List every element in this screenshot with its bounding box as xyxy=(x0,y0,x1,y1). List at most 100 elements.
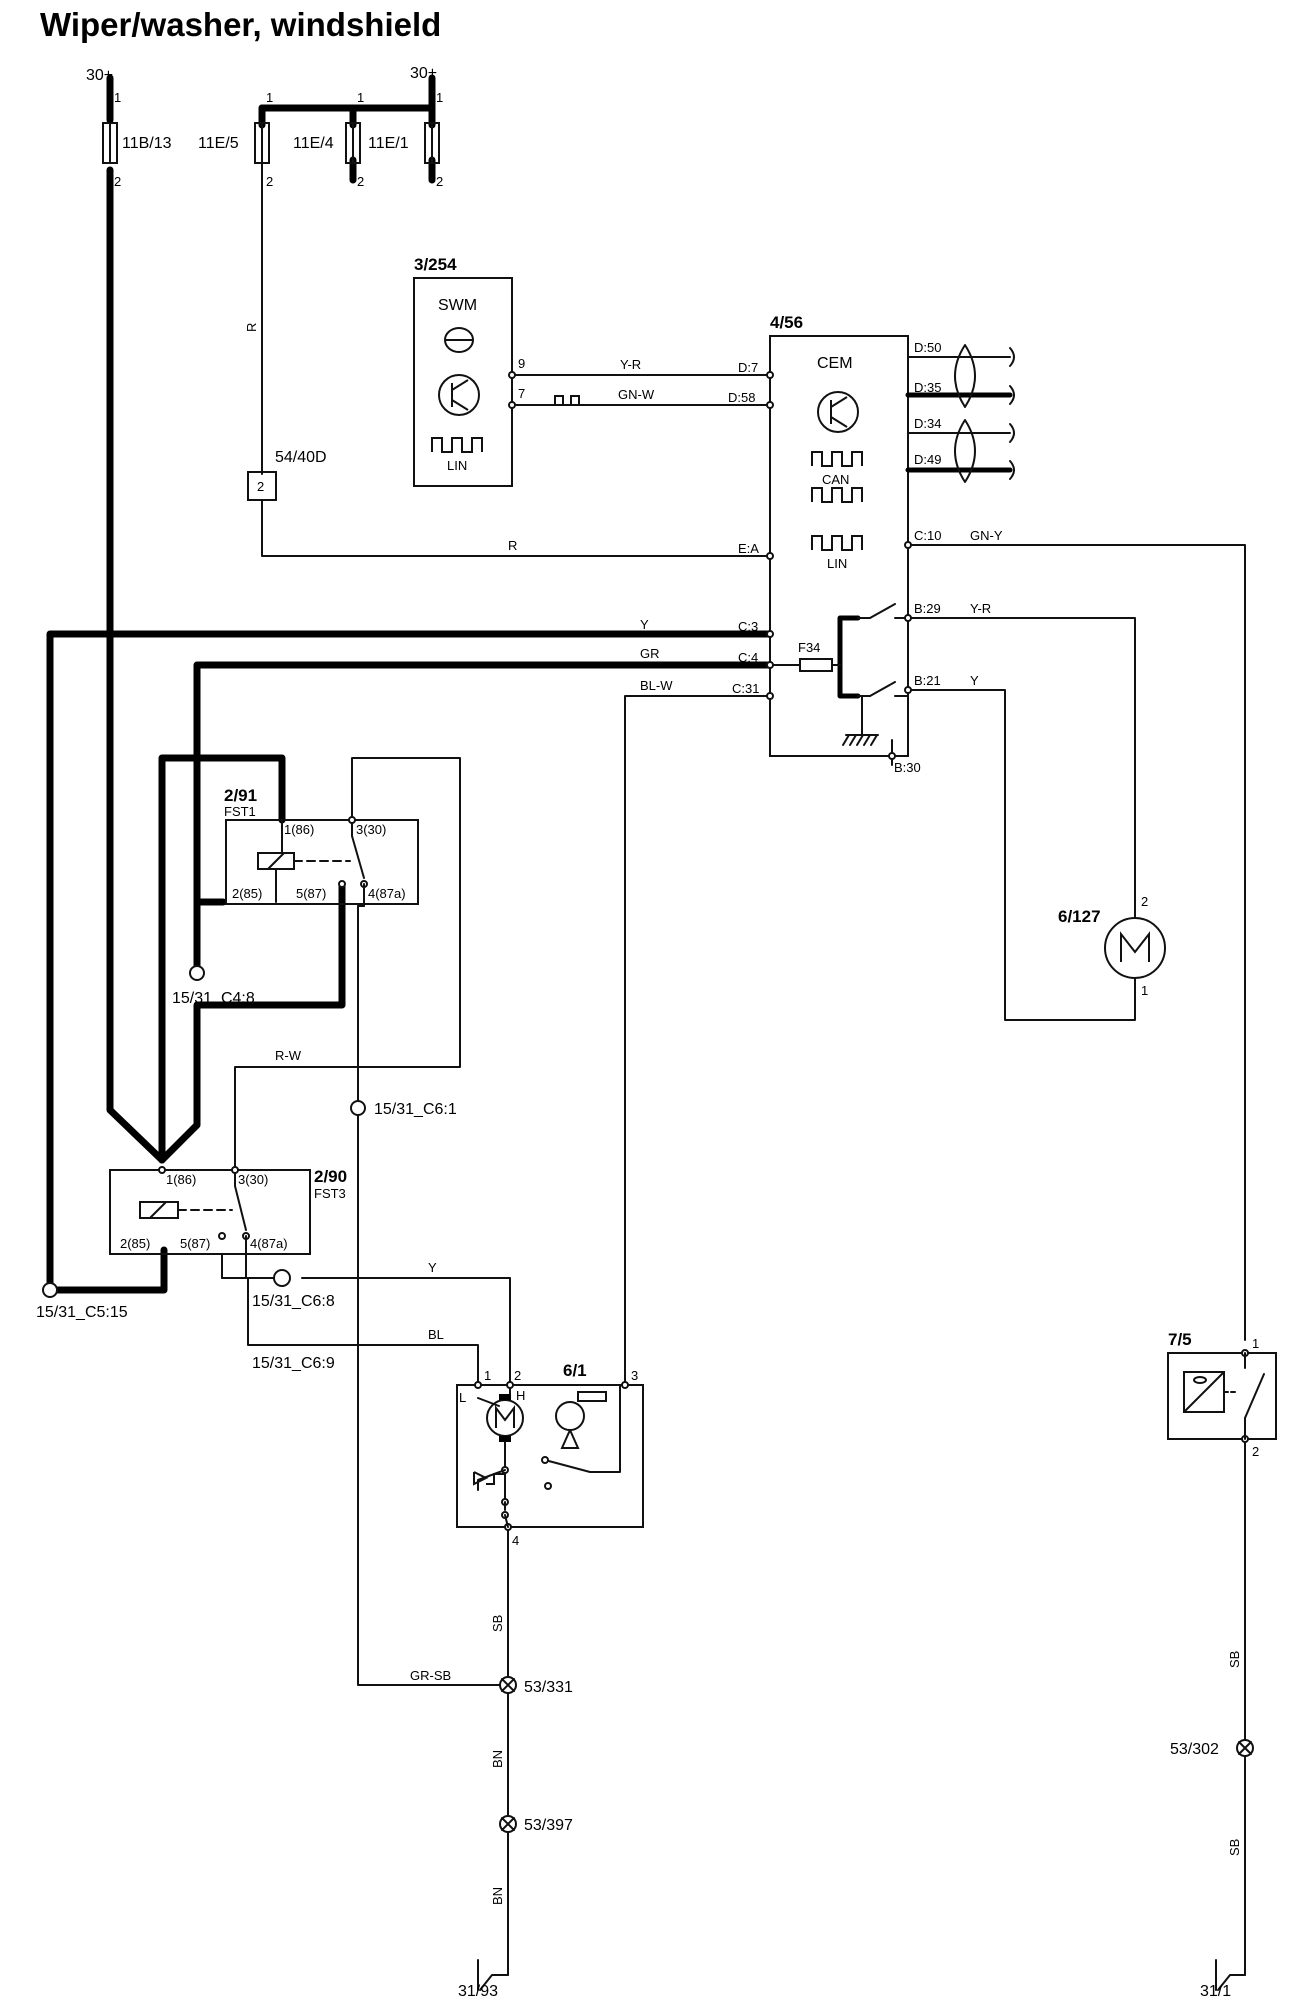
relay-name: FST1 xyxy=(224,804,256,819)
signal-icon xyxy=(431,437,483,453)
fuse-label: 11B/13 xyxy=(122,135,172,152)
supply-right: 30+ xyxy=(410,65,437,82)
pin-label: D:50 xyxy=(914,340,941,355)
relay-fst3: 2/90 FST3 1(86) 3(30) 2(85) 5(87) 4(87a) xyxy=(109,1166,347,1279)
fuse-11e1: 1 2 11E/1 xyxy=(368,90,443,189)
pin-label: 2 xyxy=(1252,1444,1259,1459)
transistor-icon xyxy=(438,374,480,416)
pin-label: C:31 xyxy=(732,681,759,696)
module-name: CEM xyxy=(817,355,853,372)
wire-labels: Y-R GN-W R R Y GR BL-W GN-Y Y-R Y R-W Y … xyxy=(244,323,1242,1905)
cem-fuse-label: F34 xyxy=(798,640,820,655)
fuse-pin: 1 xyxy=(436,90,443,105)
fuse-pin: 1 xyxy=(266,90,273,105)
pin-label: B:21 xyxy=(914,673,941,688)
relay-id: 2/90 xyxy=(314,1167,347,1186)
splice-label: 15/31_C6:9 xyxy=(252,1355,335,1372)
swm-module: 3/254 SWM LIN 9 7 xyxy=(413,255,525,487)
signal-icon xyxy=(811,451,863,467)
pin-label: 4 xyxy=(512,1533,519,1548)
pin-label: 2 xyxy=(1141,894,1148,909)
ground-label: 53/397 xyxy=(524,1817,573,1834)
fuse-pin: 1 xyxy=(357,90,364,105)
wire-color: R-W xyxy=(275,1048,302,1063)
pin-label: 3(30) xyxy=(356,822,386,837)
pin-label: 2 xyxy=(514,1368,521,1383)
pin-label: 7 xyxy=(518,386,525,401)
pin-label: C:10 xyxy=(914,528,941,543)
pin-label: C:4 xyxy=(738,650,758,665)
fuse-11e4: 1 2 11E/4 xyxy=(293,90,364,189)
speed-label: L xyxy=(459,1390,466,1405)
wire-color: GR xyxy=(640,646,660,661)
thin-wires xyxy=(221,159,1246,1976)
fuse-pin: 2 xyxy=(114,174,121,189)
wire-color: BN xyxy=(490,1750,505,1768)
wire-color: Y-R xyxy=(620,357,641,372)
pin-label: 4(87a) xyxy=(250,1236,288,1251)
wire-color: GN-Y xyxy=(970,528,1003,543)
ground-points: 53/331 53/397 53/302 31/93 31/1 xyxy=(458,1676,1254,2000)
lin-label: LIN xyxy=(827,556,847,571)
motor-icon xyxy=(495,1405,515,1428)
wire-color: Y xyxy=(428,1260,437,1275)
module-id: 4/56 xyxy=(770,313,803,332)
splice-label: 15/31_C5:15 xyxy=(36,1304,128,1321)
wire-color: SB xyxy=(1227,1651,1242,1668)
component-id: 6/127 xyxy=(1058,907,1101,926)
signal-icon xyxy=(811,535,863,551)
pin-label: 1 xyxy=(1141,983,1148,998)
wire-color: BL xyxy=(428,1327,444,1342)
pin-label: D:7 xyxy=(738,360,758,375)
pin-label: E:A xyxy=(738,541,759,556)
connector-pin: 2 xyxy=(257,479,264,494)
pin-label: B:30 xyxy=(894,760,921,775)
thick-wires xyxy=(46,74,774,1294)
motor-icon xyxy=(1120,931,1150,962)
connector-54-40d: 2 54/40D xyxy=(247,449,327,501)
pin-label: D:35 xyxy=(914,380,941,395)
cem-module: 4/56 CEM CAN LIN F34 xyxy=(728,313,941,775)
pin-label: 1 xyxy=(1252,1336,1259,1351)
wire-color: Y xyxy=(640,617,649,632)
wire-color: Y-R xyxy=(970,601,991,616)
fuse-pin: 2 xyxy=(357,174,364,189)
pin-label: 1(86) xyxy=(284,822,314,837)
splice-label: 15/31_C4:8 xyxy=(172,990,255,1007)
pin-label: 2(85) xyxy=(232,886,262,901)
pin-label: B:29 xyxy=(914,601,941,616)
transistor-icon xyxy=(817,391,859,433)
connector-label: 54/40D xyxy=(275,449,327,466)
washer-pump: 6/127 2 1 xyxy=(1058,894,1166,998)
wire-color: R xyxy=(244,323,259,332)
lin-label: LIN xyxy=(447,458,467,473)
fuse-pin: 2 xyxy=(266,174,273,189)
speed-label: H xyxy=(516,1388,525,1403)
wire-color: BL-W xyxy=(640,678,673,693)
earth-label: 31/1 xyxy=(1200,1983,1231,2000)
pin-label: 9 xyxy=(518,356,525,371)
pin-label: C:3 xyxy=(738,619,758,634)
wiper-motor: 6/1 L H 1 2 3 4 xyxy=(456,1361,644,1548)
pin-label: 3(30) xyxy=(238,1172,268,1187)
pin-label: D:34 xyxy=(914,416,941,431)
fuse-pin: 1 xyxy=(114,90,121,105)
wire-color: R xyxy=(508,538,517,553)
fuse-11b13: 1 2 11B/13 xyxy=(102,90,172,189)
ground-label: 53/302 xyxy=(1170,1741,1219,1758)
pin-label: 3 xyxy=(631,1368,638,1383)
pin-label: 2(85) xyxy=(120,1236,150,1251)
fuse-label: 11E/5 xyxy=(198,135,239,152)
module-id: 3/254 xyxy=(414,255,457,274)
splice-label: 15/31_C6:1 xyxy=(374,1101,457,1118)
wire-color: GR-SB xyxy=(410,1668,451,1683)
relay-fst1: 2/91 FST1 1(86) 3(30) 2(85) 5(87) 4(87a) xyxy=(224,786,419,907)
wire-color: SB xyxy=(1227,1839,1242,1856)
washer-switch: 7/5 1 2 xyxy=(1167,1330,1277,1459)
relay-id: 2/91 xyxy=(224,786,257,805)
signal-icon xyxy=(554,395,587,406)
fuse-pin: 2 xyxy=(436,174,443,189)
pin-label: 5(87) xyxy=(180,1236,210,1251)
relay-name: FST3 xyxy=(314,1186,346,1201)
